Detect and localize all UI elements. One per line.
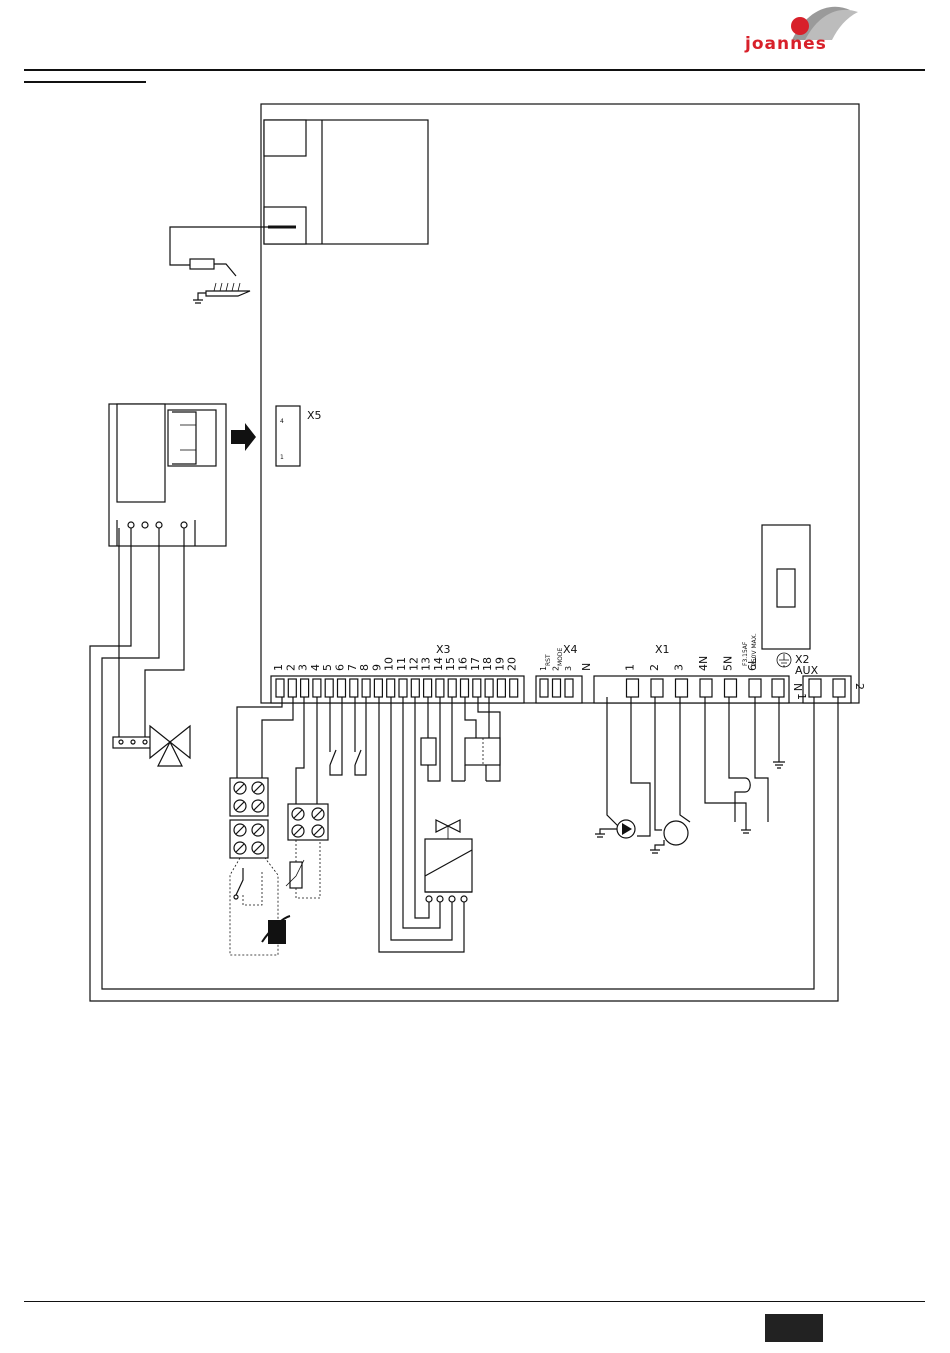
x3-terminal <box>436 679 444 697</box>
flow-sensor-icon <box>262 916 290 944</box>
x3-terminal-label: 13 <box>420 657 433 671</box>
x2-term-n: N <box>791 683 804 691</box>
x3-terminal-label: 20 <box>506 657 519 671</box>
x4-terminal-label: 1 <box>539 666 548 671</box>
x3-terminal <box>276 679 284 697</box>
x5-pin-top: 4 <box>280 418 284 425</box>
ground-icon <box>741 830 751 833</box>
x3-terminal <box>362 679 370 697</box>
switch-icon <box>330 697 366 775</box>
x1-terminal-label: N <box>580 663 593 671</box>
x4-rst: RST <box>545 654 552 666</box>
x3-terminal <box>374 679 382 697</box>
x3-terminal <box>325 679 333 697</box>
x1-terminal-label: 5N <box>722 656 735 671</box>
x3-terminal <box>288 679 296 697</box>
x4-terminal <box>553 679 561 697</box>
x3-terminal-label: 8 <box>358 664 371 671</box>
x4-terminal <box>540 679 548 697</box>
x3-terminal <box>301 679 309 697</box>
x3-terminal-label: 2 <box>284 664 297 671</box>
fan-icon <box>650 821 688 853</box>
x1-terminal-label: 3 <box>673 664 686 671</box>
x3-terminal-label: 17 <box>469 657 482 671</box>
footer-rule <box>24 1301 925 1302</box>
x3-terminal-label: 11 <box>395 657 408 671</box>
x3-terminal-label: 9 <box>370 664 383 671</box>
x3-terminal <box>387 679 395 697</box>
x3-terminal-label: 7 <box>346 664 359 671</box>
x1-terminal <box>627 679 639 697</box>
x3-terminal <box>473 679 481 697</box>
x3-terminal <box>461 679 469 697</box>
x3-terminal-label: 1 <box>272 664 285 671</box>
x4-mode: MODE <box>557 647 564 666</box>
thermistor-terminal-block <box>288 804 328 840</box>
x4-terminal <box>565 679 573 697</box>
x2-aux: AUX <box>795 664 819 677</box>
x3-terminal <box>350 679 358 697</box>
x1-terminal <box>651 679 663 697</box>
x5-pin-bottom: 1 <box>280 454 284 461</box>
x1-terminal-label: 4N <box>697 656 710 671</box>
x1-terminal-label: 6L <box>746 657 759 671</box>
x3-terminal-label: 18 <box>481 657 494 671</box>
x4-terminal-label: 3 <box>564 666 573 671</box>
flame-sensor-icon <box>190 259 214 269</box>
x1-terminal <box>700 679 712 697</box>
x3-terminal-label: 16 <box>457 657 470 671</box>
fuse-holder <box>762 525 810 649</box>
x3-terminal-label: 5 <box>321 664 334 671</box>
x3-terminal <box>338 679 346 697</box>
x1-terminal <box>676 679 688 697</box>
x3-terminal <box>510 679 518 697</box>
x2-term-2: 2 <box>853 683 866 690</box>
x1-earth-terminal <box>772 679 784 697</box>
plugin-module <box>109 404 256 546</box>
ground-icon <box>193 293 206 303</box>
x3-terminal-label: 12 <box>407 657 420 671</box>
x3-terminal <box>313 679 321 697</box>
x4-label: X4 <box>563 643 578 656</box>
x3-terminal-label: 6 <box>334 664 347 671</box>
x3-terminal-label: 14 <box>432 657 445 671</box>
x5-label: X5 <box>307 409 322 422</box>
x3-label: X3 <box>436 643 451 656</box>
x3-terminal <box>411 679 419 697</box>
x3-terminal-label: 19 <box>493 657 506 671</box>
x1-terminal-label: 2 <box>648 664 661 671</box>
x3-terminal-label: 10 <box>383 657 396 671</box>
x3-terminal <box>424 679 432 697</box>
resistor-icon <box>421 738 436 765</box>
thermistor-icon <box>286 860 304 888</box>
brand-name: joannes <box>744 34 827 54</box>
x3-terminal-label: 15 <box>444 657 457 671</box>
gas-valve-icon <box>425 820 472 902</box>
three-way-valve-icon <box>113 726 190 766</box>
x1-label: X1 <box>655 643 670 656</box>
brand-logo: joannes <box>744 7 858 54</box>
x3-terminal <box>448 679 456 697</box>
x2-term-1: 1 <box>795 693 808 700</box>
x4-terminal-label: 2 <box>552 666 561 671</box>
x3-terminal-label: 3 <box>297 664 310 671</box>
x1-terminal <box>749 679 761 697</box>
x1-terminal <box>725 679 737 697</box>
x3-terminal <box>485 679 493 697</box>
sensor-component-icon <box>465 738 500 781</box>
flow-sensor-terminal-block <box>230 778 268 858</box>
x3-terminal <box>399 679 407 697</box>
spark-electrode-icon <box>206 283 250 296</box>
x3-terminal-label: 4 <box>309 664 322 671</box>
x3-terminal <box>497 679 505 697</box>
arrow-right-icon <box>231 423 256 451</box>
page-number-badge <box>765 1314 823 1342</box>
x1-terminal-label: 1 <box>624 664 637 671</box>
